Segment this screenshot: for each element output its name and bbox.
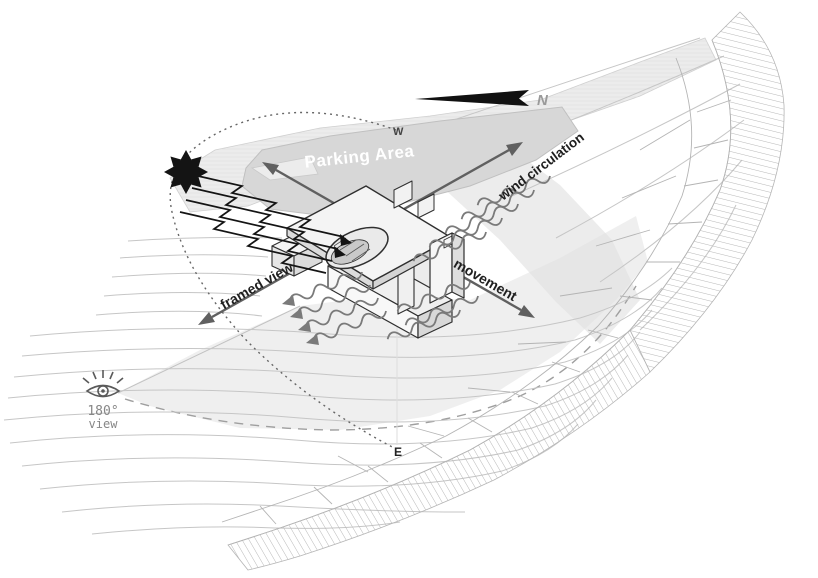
west-label: W [393, 126, 404, 138]
view-cone [117, 216, 648, 431]
parking-area-shape [241, 106, 579, 217]
building-axonometric [271, 180, 465, 339]
north-label: N [537, 92, 549, 109]
north-arrow-icon [415, 90, 529, 106]
sun-rays [179, 175, 352, 274]
beam-endcap [417, 299, 453, 339]
roof-fin [417, 193, 435, 219]
terrace-lines [221, 39, 732, 546]
view-cone-dashed-boundary [124, 285, 637, 431]
sun-icon [164, 150, 208, 194]
sun-path-dotted-arc [169, 111, 397, 450]
view-angle-label: 180° [87, 404, 118, 419]
eye-icon [82, 370, 124, 398]
east-label: E [394, 445, 402, 459]
framed-view-label: framed view [217, 259, 295, 313]
roof-fin [393, 180, 413, 209]
wind-waves [282, 170, 553, 346]
view-word-label: view [89, 417, 119, 431]
